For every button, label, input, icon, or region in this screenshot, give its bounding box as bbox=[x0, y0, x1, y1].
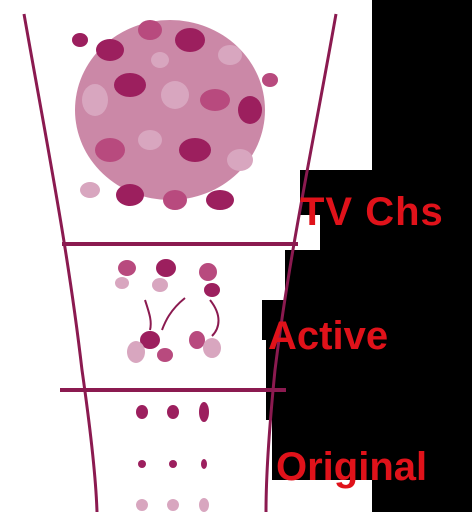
flow-arrow-1 bbox=[342, 262, 350, 280]
stage-label-active: Active bbox=[268, 314, 388, 359]
stage-label-original: Original bbox=[276, 445, 427, 490]
stage-label-tv-chs: TV Chs bbox=[300, 190, 444, 235]
flow-arrow-2 bbox=[342, 388, 350, 424]
